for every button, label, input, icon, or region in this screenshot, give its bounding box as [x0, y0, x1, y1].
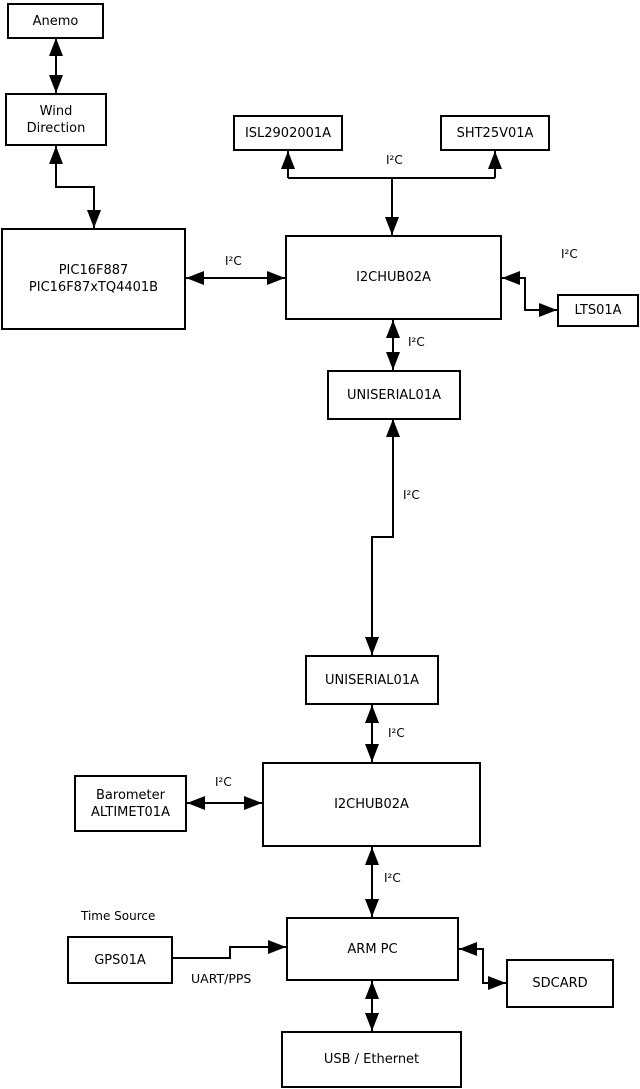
- bus-label-i2c-hub1-uni1: I²C: [408, 335, 425, 349]
- node-wind-direction: Wind Direction: [5, 93, 107, 146]
- time-source-caption: Time Source: [81, 909, 156, 923]
- connector-hub1-lts: [502, 271, 557, 317]
- node-lts01a: LTS01A: [557, 294, 639, 327]
- bus-label-i2c-hub2-armpc: I²C: [384, 871, 401, 885]
- connector-armpc-sdcard: [459, 942, 506, 990]
- node-anemo: Anemo: [7, 3, 104, 39]
- node-pic-microcontroller: PIC16F887 PIC16F87xTQ4401B: [1, 228, 186, 330]
- node-usb-ethernet: USB / Ethernet: [281, 1031, 462, 1088]
- connector-gps-armpc: [173, 940, 286, 959]
- connector-wind-pic: [49, 146, 101, 228]
- connector-uni1-uni2: [365, 419, 400, 655]
- node-isl2902001a: ISL2902001A: [233, 115, 343, 151]
- node-uniserial-1: UNISERIAL01A: [327, 370, 461, 420]
- node-i2c-hub-2: I2CHUB02A: [262, 762, 481, 847]
- node-arm-pc: ARM PC: [286, 917, 459, 981]
- bus-label-uart-pps: UART/PPS: [191, 971, 252, 986]
- connector-hub1-sensors: [281, 151, 502, 235]
- bus-label-i2c-uni1-uni2: I²C: [403, 488, 420, 502]
- bus-label-i2c-hub1-lts: I²C: [561, 247, 578, 261]
- bus-label-i2c-hub1-sensors: I²C: [386, 153, 403, 167]
- node-sdcard: SDCARD: [506, 959, 614, 1008]
- node-sht25v01a: SHT25V01A: [440, 115, 550, 151]
- bus-label-i2c-baro-hub2: I²C: [215, 775, 232, 789]
- node-i2c-hub-1: I2CHUB02A: [285, 235, 502, 320]
- node-uniserial-2: UNISERIAL01A: [305, 655, 439, 705]
- node-gps01a: GPS01A: [67, 936, 173, 984]
- node-barometer: Barometer ALTIMET01A: [74, 775, 187, 832]
- bus-label-i2c-uni2-hub2: I²C: [388, 726, 405, 740]
- bus-label-i2c-pic-hub1: I²C: [225, 254, 242, 268]
